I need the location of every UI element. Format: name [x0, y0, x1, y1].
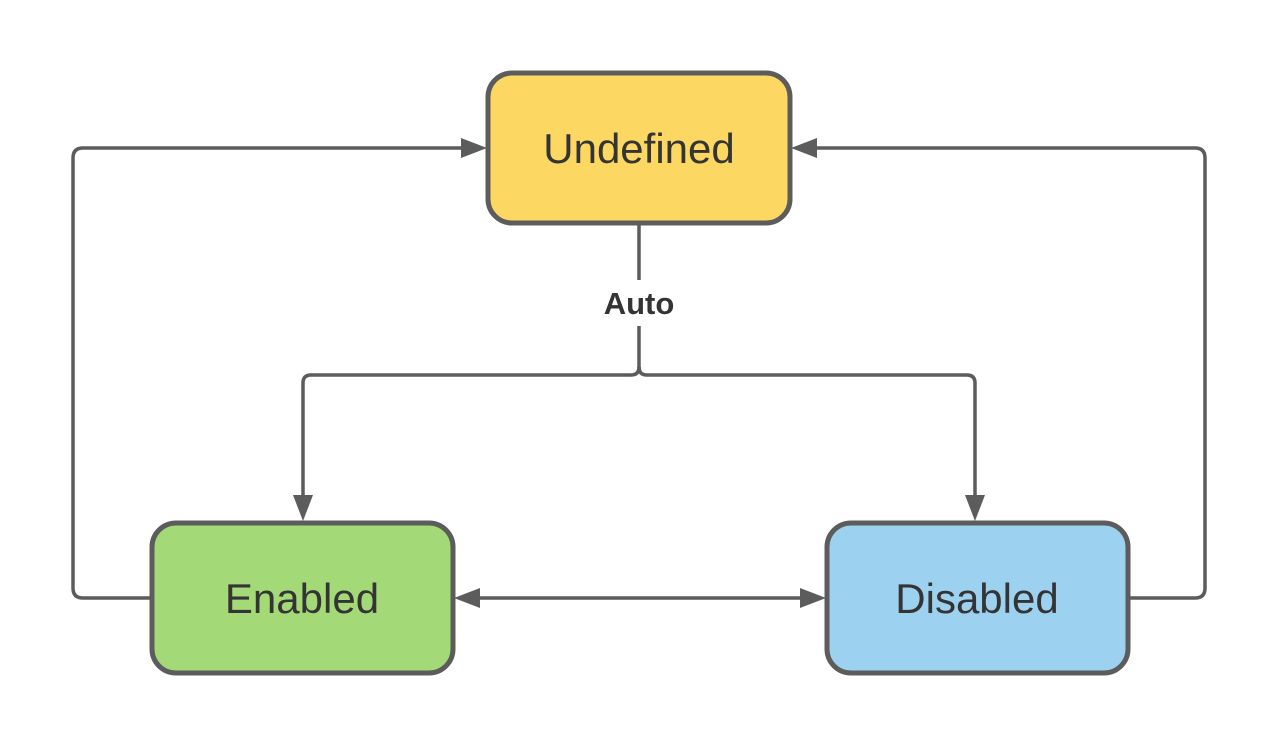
edge-enabled-to-undefined [71, 146, 463, 600]
state-shape-enabled [149, 520, 456, 676]
edge-lines [71, 146, 1207, 600]
arrowhead-into-undefined-right [791, 138, 817, 158]
arrowheads [293, 138, 985, 608]
state-shape-disabled [824, 520, 1131, 676]
arrowhead-into-enabled-top [293, 495, 313, 521]
state-label-undefined: Undefined [543, 125, 734, 172]
state-shapes [149, 70, 1131, 676]
state-labels: Undefined Enabled Disabled [225, 125, 1059, 622]
state-label-enabled: Enabled [225, 575, 379, 622]
arrowhead-into-disabled-left [800, 588, 826, 608]
edge-label-auto: Auto [604, 286, 675, 321]
edge-disabled-to-undefined [815, 146, 1207, 600]
state-shape-undefined [485, 70, 793, 226]
arrowhead-into-enabled-right [454, 588, 480, 608]
edge-label-auto-background [597, 280, 681, 326]
arrowhead-into-undefined-left [461, 138, 487, 158]
edge-auto-to-disabled [637, 366, 977, 497]
arrowhead-into-disabled-top [965, 495, 985, 521]
edge-labels: Auto [604, 286, 675, 321]
edge-auto-to-enabled [301, 366, 641, 497]
state-label-disabled: Disabled [895, 575, 1058, 622]
